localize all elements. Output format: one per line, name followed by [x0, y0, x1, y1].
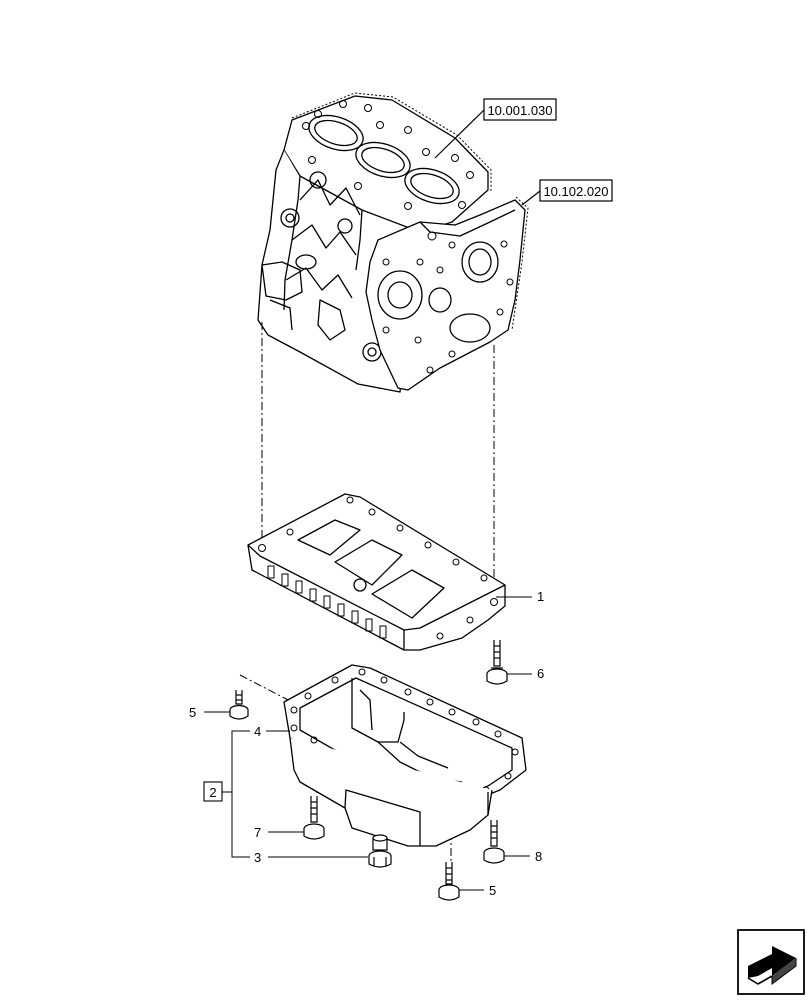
callout-7[interactable]: 7 [254, 825, 304, 840]
callout-8[interactable]: 8 [504, 849, 542, 864]
callout-5-bottom[interactable]: 5 [459, 883, 496, 898]
callout-3[interactable]: 3 [254, 850, 368, 865]
callout-label-3: 3 [254, 850, 261, 865]
bolt-7[interactable] [303, 796, 325, 840]
alignment-lines-upper [261, 322, 495, 580]
callout-4[interactable]: 4 [254, 724, 290, 739]
callout-label-1: 1 [537, 589, 544, 604]
group-bracket [222, 730, 250, 858]
callout-label-4: 4 [254, 724, 261, 739]
engine-block [257, 92, 529, 393]
reference-label-block: 10.001.030 [487, 103, 552, 118]
callout-5-left[interactable]: 5 [189, 705, 230, 720]
callout-2-box[interactable]: 2 [203, 781, 223, 802]
bolt-5-left[interactable] [229, 690, 249, 720]
reference-box-plate[interactable]: 10.102.020 [539, 179, 613, 202]
oil-pan[interactable] [283, 664, 527, 847]
reference-box-block[interactable]: 10.001.030 [483, 98, 557, 121]
bolt-5-bottom[interactable] [438, 862, 460, 901]
forward-arrow-icon[interactable] [737, 929, 805, 995]
reference-label-plate: 10.102.020 [543, 184, 608, 199]
reference-leaders [434, 109, 541, 206]
callout-6[interactable]: 6 [507, 666, 544, 681]
callout-1[interactable]: 1 [496, 589, 544, 604]
callout-label-2: 2 [209, 785, 216, 800]
stiffener-plate[interactable] [247, 493, 506, 651]
callout-label-6: 6 [537, 666, 544, 681]
bolt-6[interactable] [486, 640, 508, 685]
bolt-8[interactable] [483, 820, 505, 864]
callout-label-5-left: 5 [189, 705, 196, 720]
callout-label-5-bottom: 5 [489, 883, 496, 898]
drain-plug-3[interactable] [368, 834, 392, 868]
callout-label-7: 7 [254, 825, 261, 840]
callout-label-8: 8 [535, 849, 542, 864]
